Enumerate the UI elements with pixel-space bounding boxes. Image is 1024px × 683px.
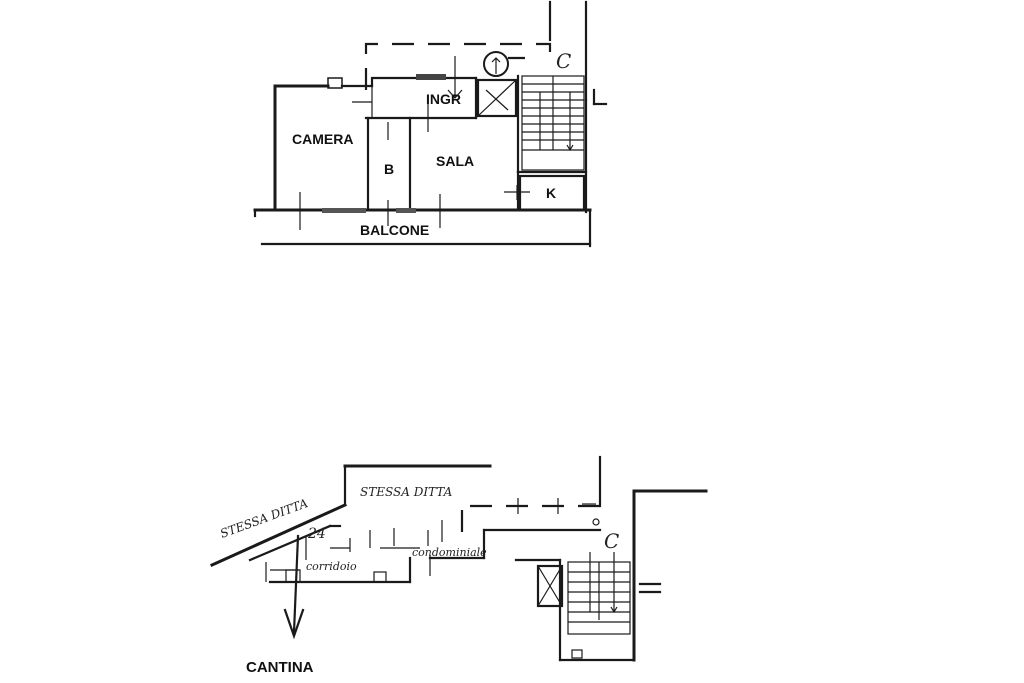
room-label-balcone: BALCONE bbox=[360, 222, 429, 238]
room-label-kitchen: K bbox=[546, 185, 556, 201]
room-label-bagno: B bbox=[384, 161, 394, 177]
room-label-sala: SALA bbox=[436, 153, 474, 169]
cellar-plan bbox=[210, 455, 708, 662]
stair-mark-upper: C bbox=[556, 49, 571, 73]
room-label-ingr: INGR bbox=[426, 91, 461, 107]
cellar-neighbor-right: STESSA DITTA bbox=[360, 485, 453, 499]
apartment-plan bbox=[253, 0, 608, 248]
svg-text:STESSA DITTA: STESSA DITTA bbox=[218, 496, 310, 541]
upper-stairs bbox=[521, 75, 585, 171]
stair-mark-lower: C bbox=[604, 529, 619, 553]
corridor-label-1: corridoio bbox=[306, 560, 357, 573]
cellar-neighbor-left: STESSA DITTA bbox=[218, 496, 310, 541]
cellar-number: 24 bbox=[307, 526, 326, 542]
corridor-label-2: condominiale bbox=[412, 546, 487, 559]
lower-stairs bbox=[567, 552, 631, 659]
room-label-camera: CAMERA bbox=[292, 131, 353, 147]
cantina-label: CANTINA bbox=[246, 659, 314, 676]
